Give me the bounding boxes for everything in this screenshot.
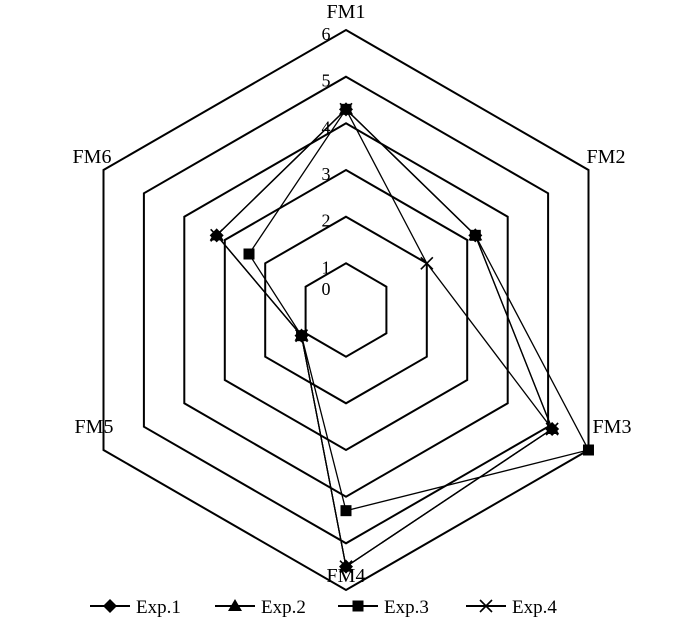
tick-label: 5 (322, 71, 331, 91)
tick-label: 2 (322, 211, 331, 231)
axis-label-fm1: FM1 (327, 1, 366, 23)
tick-label: 1 (322, 257, 331, 277)
data-point-x (210, 228, 224, 242)
grid-ring-5 (142, 75, 550, 545)
grid-ring-1 (304, 262, 388, 358)
axis-label-fm4: FM4 (327, 565, 366, 587)
legend-marker-triangle (228, 599, 242, 611)
legend-item: Exp.4 (466, 597, 557, 618)
legend-item: Exp.2 (215, 597, 306, 618)
grid-ring-4 (183, 122, 509, 498)
axis-label-fm6: FM6 (73, 146, 112, 168)
tick-label: 4 (322, 117, 331, 137)
grid-ring-2 (264, 215, 428, 405)
data-point-square (243, 248, 255, 260)
legend-label: Exp.1 (136, 597, 181, 618)
legend-marker-diamond (103, 599, 117, 613)
data-point-x (294, 329, 309, 343)
tick-label: 6 (322, 24, 331, 44)
legend: Exp.1 Exp.2 Exp.3 Exp.4 (90, 597, 557, 618)
radar-series (209, 102, 594, 574)
data-point-square (340, 505, 352, 517)
tick-labels: 01 2 3 4 5 6 (322, 24, 331, 299)
legend-marker-square (352, 600, 364, 612)
legend-marker-x (479, 599, 493, 613)
legend-label: Exp.3 (384, 597, 429, 618)
series-line (248, 108, 590, 512)
legend-item: Exp.3 (338, 597, 429, 618)
tick-label: 3 (322, 164, 331, 184)
data-point-x (339, 102, 353, 116)
grid-ring-3 (223, 168, 469, 452)
legend-item: Exp.1 (90, 597, 181, 618)
axis-label-fm3: FM3 (593, 416, 632, 438)
series-exp4 (210, 102, 559, 574)
data-point-x (339, 560, 353, 574)
data-point-x (420, 256, 434, 270)
data-point-square (582, 444, 594, 456)
series-exp1 (209, 102, 560, 574)
legend-label: Exp.4 (512, 597, 557, 618)
grid-ring-6 (102, 28, 590, 592)
data-point-square (469, 229, 481, 241)
legend-label: Exp.2 (261, 597, 306, 618)
tick-label: 0 (322, 279, 331, 299)
data-point-x (545, 422, 559, 436)
axis-label-fm5: FM5 (75, 416, 114, 438)
axis-label-fm2: FM2 (587, 146, 626, 168)
